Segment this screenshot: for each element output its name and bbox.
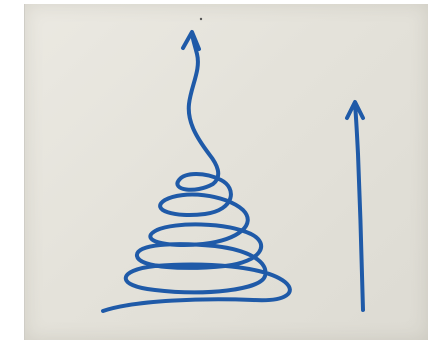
spiral-arrow [103, 32, 290, 311]
ink-drawing [25, 4, 428, 340]
spiral-arrowhead [183, 32, 199, 49]
paper-sheet [24, 4, 428, 340]
straight-arrow [347, 102, 363, 310]
straight-line [355, 104, 363, 310]
pencil-dot [200, 18, 202, 20]
spiral-line [103, 34, 290, 311]
